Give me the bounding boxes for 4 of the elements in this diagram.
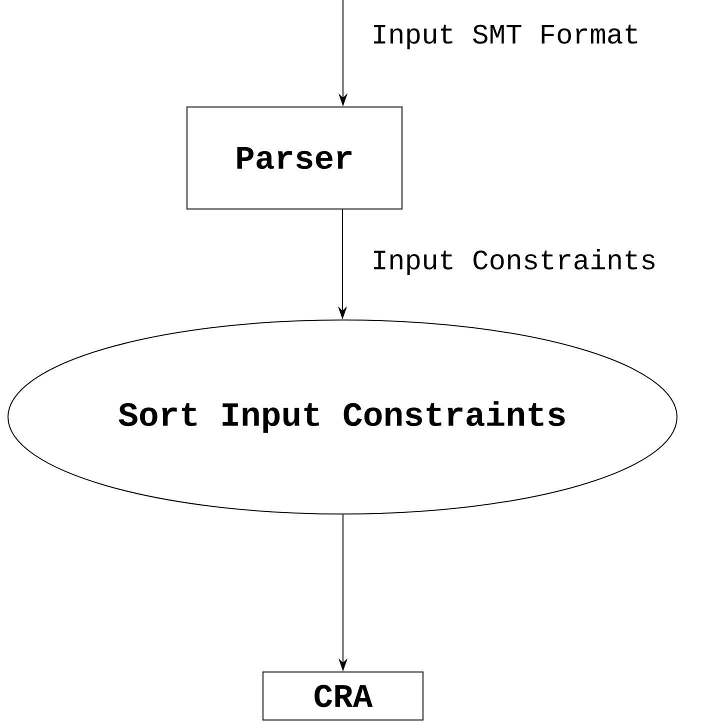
edge-label: Input SMT Format [374,24,638,50]
process-box: Parser [186,106,402,210]
edge-label: Input Constraints [374,248,654,276]
process-box: CRA [262,672,424,720]
